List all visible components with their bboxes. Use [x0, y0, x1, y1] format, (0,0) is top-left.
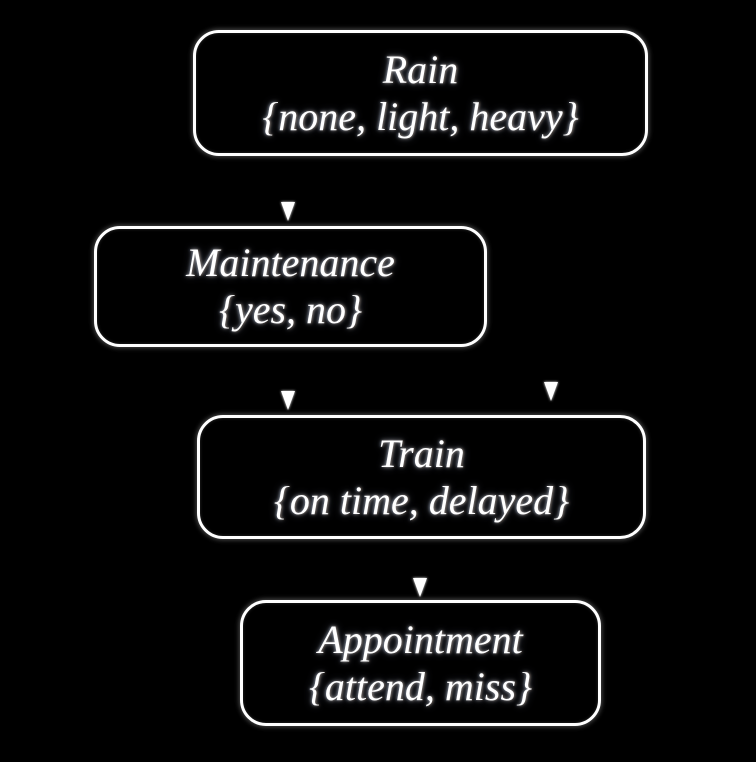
node-rain-states: {none, light, heavy} — [262, 93, 579, 139]
node-appointment-states: {attend, miss} — [308, 663, 533, 709]
node-appointment-label: Appointment — [318, 616, 523, 662]
edge-train-to-appointment — [413, 541, 427, 597]
node-train-label: Train — [378, 430, 465, 476]
node-appointment[interactable]: Appointment {attend, miss} — [240, 600, 601, 726]
node-maintenance-states: {yes, no} — [218, 287, 363, 332]
node-maintenance[interactable]: Maintenance {yes, no} — [94, 226, 487, 347]
edge-rain-to-maintenance — [281, 158, 295, 221]
node-rain[interactable]: Rain {none, light, heavy} — [193, 30, 648, 156]
node-rain-label: Rain — [382, 46, 459, 92]
node-train-states: {on time, delayed} — [273, 477, 570, 523]
node-maintenance-label: Maintenance — [186, 240, 395, 286]
edge-maintenance-to-train — [281, 349, 295, 410]
edge-rain-to-train — [544, 158, 558, 401]
node-train[interactable]: Train {on time, delayed} — [197, 415, 646, 539]
